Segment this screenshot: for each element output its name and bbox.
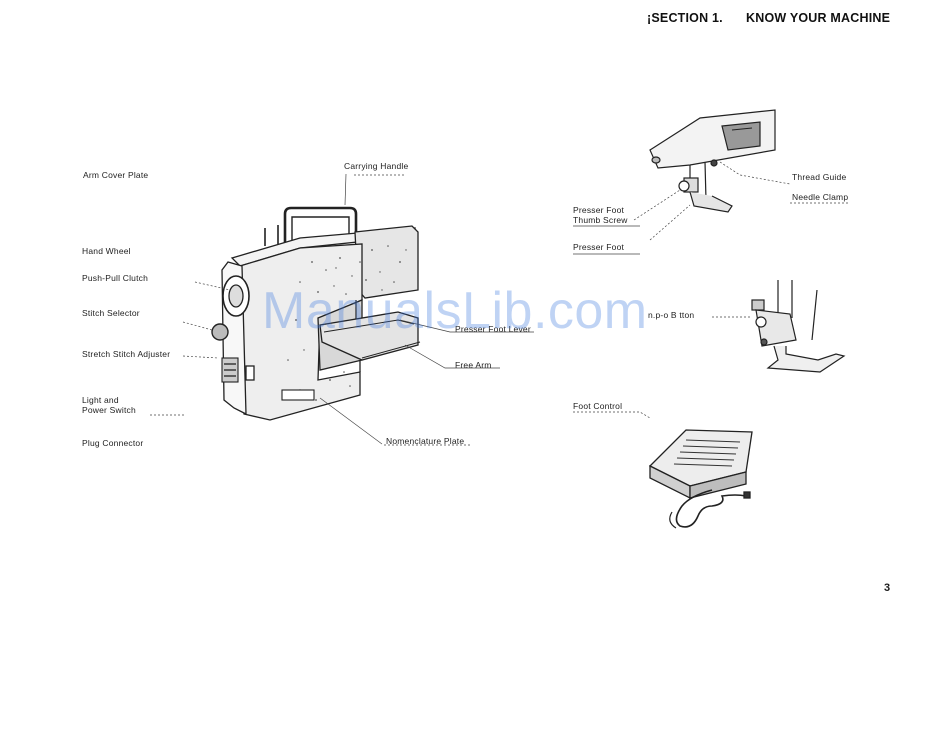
label-stitch-selector: Stitch Selector — [82, 308, 140, 318]
body-shading — [287, 245, 407, 401]
label-foot-control: Foot Control — [573, 401, 623, 411]
label-plug-connector: Plug Connector — [82, 438, 144, 448]
label-thread-guide: Thread Guide — [792, 172, 847, 182]
sewing-machine-illustration — [211, 206, 421, 421]
section-number: SECTION 1. — [651, 11, 723, 25]
leader-lines-right-top — [573, 161, 848, 255]
leader-lines-right-bottom — [573, 411, 651, 419]
label-free-arm: Free Arm — [455, 360, 492, 370]
presser-foot-illustration — [649, 109, 776, 213]
label-snap-on-button: n.p-o B tton — [648, 310, 695, 320]
label-push-pull-clutch: Push-Pull Clutch — [82, 273, 149, 283]
label-light-power-switch-line2: Power Switch — [82, 405, 136, 415]
label-presser-foot-thumb-screw-line1: Presser Foot — [573, 205, 625, 215]
label-hand-wheel: Hand Wheel — [82, 246, 131, 256]
section-title: KNOW YOUR MACHINE — [746, 11, 891, 25]
label-presser-foot: Presser Foot — [573, 242, 625, 252]
label-presser-foot-thumb-screw-line2: Thumb Screw — [573, 215, 628, 225]
label-light-power-switch-line1: Light and — [82, 395, 119, 405]
watermark: ManualsLib.com — [262, 282, 648, 340]
leader-lines-left — [150, 173, 534, 446]
snap-on-foot-illustration — [751, 280, 846, 373]
header-prefix: ¡ — [647, 11, 652, 25]
page-number: 3 — [884, 582, 891, 594]
label-stretch-stitch-adjuster: Stretch Stitch Adjuster — [82, 349, 171, 359]
label-nomenclature-plate: Nomenclature Plate — [386, 436, 465, 446]
label-needle-clamp: Needle Clamp — [792, 192, 849, 202]
label-presser-foot-lever: Presser Foot Lever — [455, 324, 531, 334]
label-carrying-handle: Carrying Handle — [344, 161, 409, 171]
foot-control-illustration — [648, 429, 753, 529]
section-header: ¡SECTION 1. — [647, 11, 723, 25]
label-arm-cover-plate: Arm Cover Plate — [83, 170, 149, 180]
